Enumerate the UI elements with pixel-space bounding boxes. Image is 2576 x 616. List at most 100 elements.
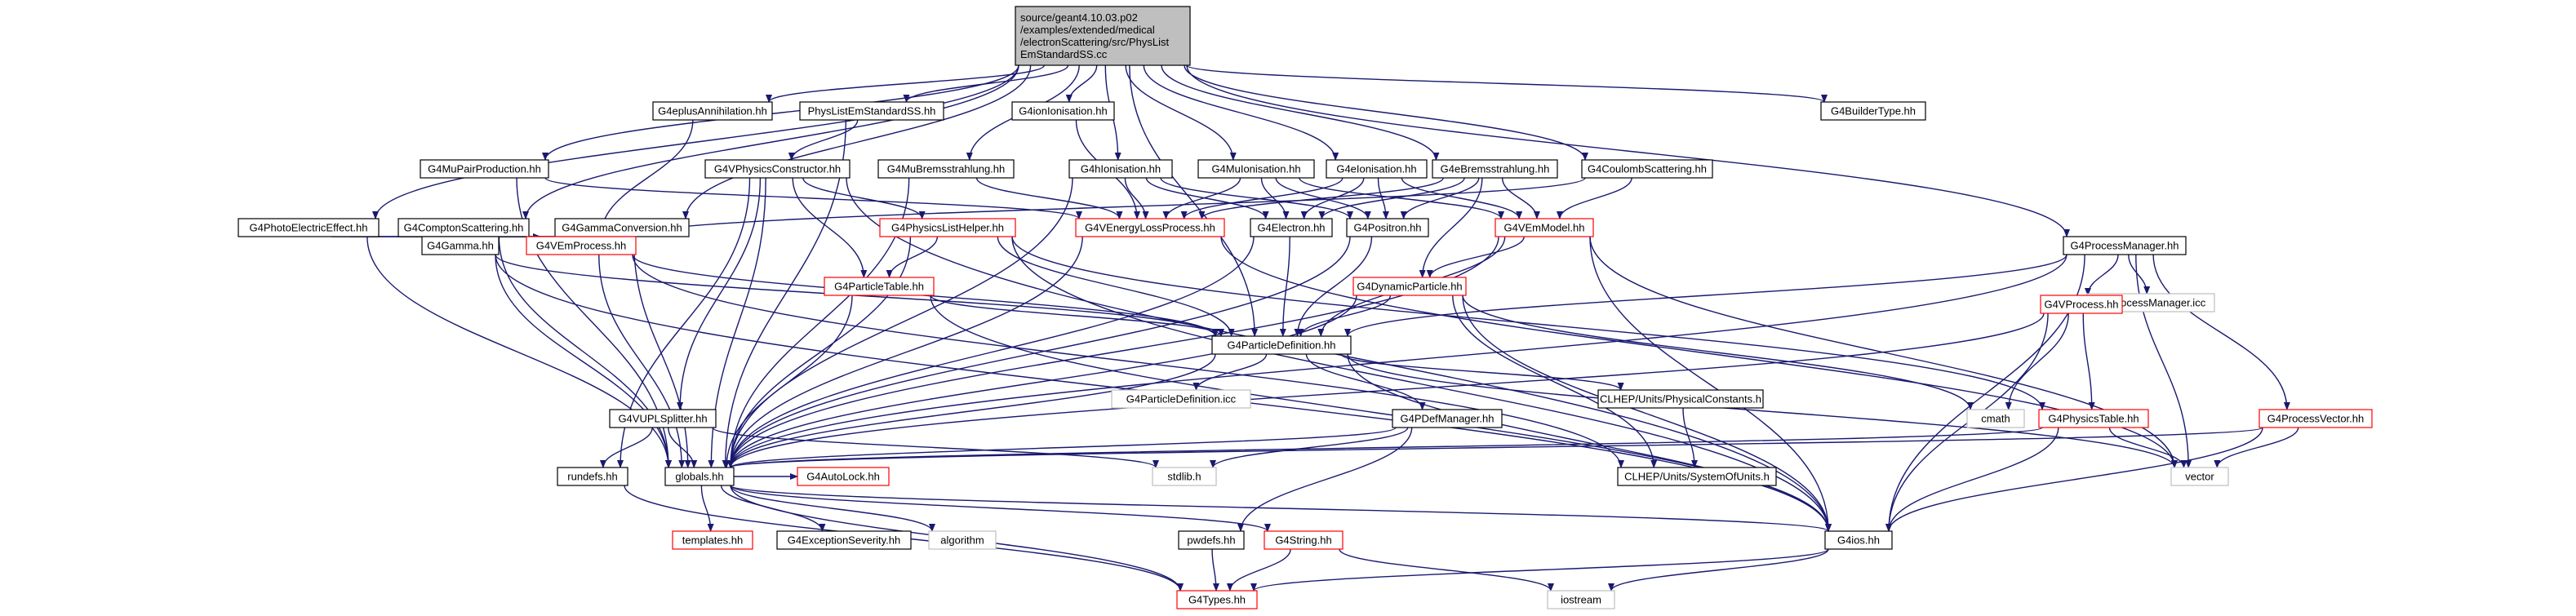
node-iostream[interactable]: iostream xyxy=(1547,590,1615,609)
node-vPhysCons[interactable]: G4VPhysicsConstructor.hh xyxy=(704,159,851,179)
node-particleDef[interactable]: G4ParticleDefinition.hh xyxy=(1211,335,1352,355)
node-eIon[interactable]: G4eIonisation.hh xyxy=(1326,159,1428,179)
edge-physicsTable-to-vector xyxy=(2108,427,2187,468)
node-physicsTable[interactable]: G4PhysicsTable.hh xyxy=(2038,409,2149,428)
node-physListSS[interactable]: PhysListEmStandardSS.hh xyxy=(799,101,944,121)
edge-root-to-processManager xyxy=(1186,64,2070,237)
node-sysUnits[interactable]: CLHEP/Units/SystemOfUnits.h xyxy=(1617,467,1777,486)
node-box-pwdefs xyxy=(1178,530,1245,550)
node-label-g4String: G4String.hh xyxy=(1275,534,1331,547)
node-box-physicsTable xyxy=(2038,409,2149,428)
node-eplusAnn[interactable]: G4eplusAnnihilation.hh xyxy=(652,101,773,121)
node-rundefs[interactable]: rundefs.hh xyxy=(557,467,628,486)
node-builderType[interactable]: G4BuilderType.hh xyxy=(1820,101,1926,121)
node-box-electron xyxy=(1250,218,1333,237)
node-label-globals: globals.hh xyxy=(675,471,723,483)
node-hIon[interactable]: G4hIonisation.hh xyxy=(1068,159,1173,179)
edge-pdefManager-to-globals xyxy=(727,427,1397,468)
node-pdefManager[interactable]: G4PDefManager.hh xyxy=(1392,409,1503,428)
node-label-muPair: G4MuPairProduction.hh xyxy=(428,163,541,175)
edge-coulomb-to-vEmProcess xyxy=(629,177,1586,237)
node-muIon[interactable]: G4MuIonisation.hh xyxy=(1197,159,1315,179)
node-label-rundefs: rundefs.hh xyxy=(567,471,617,483)
node-vector[interactable]: vector xyxy=(2170,467,2229,486)
node-electron[interactable]: G4Electron.hh xyxy=(1250,218,1333,237)
node-label-g4Types: G4Types.hh xyxy=(1188,594,1246,606)
node-box-vEmProcess xyxy=(526,236,637,255)
node-vEnergyLoss[interactable]: G4VEnergyLossProcess.hh xyxy=(1075,218,1225,237)
node-box-builderType xyxy=(1820,101,1926,121)
edge-vEmModel-to-g4ios xyxy=(1589,236,1832,532)
edge-root-to-muIon xyxy=(1125,64,1237,161)
node-label-plHelper: G4PhysicsListHelper.hh xyxy=(891,222,1004,234)
node-algorithm[interactable]: algorithm xyxy=(928,530,997,550)
node-label-gamma: G4Gamma.hh xyxy=(427,240,494,252)
node-label-physicsTable: G4PhysicsTable.hh xyxy=(2048,413,2139,425)
node-box-particleTable xyxy=(824,277,935,296)
edge-plHelper-to-physicsTable xyxy=(1011,236,2045,410)
edge-particleTable-to-g4ios xyxy=(930,295,1832,532)
node-label-templates: templates.hh xyxy=(682,534,743,547)
edge-particleDef-to-pdefManager xyxy=(1305,353,1426,410)
node-gamma[interactable]: G4Gamma.hh xyxy=(421,236,500,255)
node-compton[interactable]: G4ComptonScattering.hh xyxy=(398,218,530,237)
node-plHelper[interactable]: G4PhysicsListHelper.hh xyxy=(879,218,1016,237)
node-label-root: /examples/extended/medical xyxy=(1020,24,1155,36)
node-coulomb[interactable]: G4CoulombScattering.hh xyxy=(1581,159,1713,179)
node-processManager[interactable]: G4ProcessManager.hh xyxy=(2063,236,2187,255)
node-box-iostream xyxy=(1547,590,1615,609)
node-label-particleDef: G4ParticleDefinition.hh xyxy=(1228,339,1336,352)
node-vProcess[interactable]: G4VProcess.hh xyxy=(2040,295,2123,314)
node-dynParticle[interactable]: G4DynamicParticle.hh xyxy=(1352,277,1467,296)
edge-muIon-to-electron xyxy=(1260,177,1290,219)
edge-physListSS-to-vPhysCons xyxy=(788,119,859,161)
node-vEmProcess[interactable]: G4VEmProcess.hh xyxy=(526,236,637,255)
edge-hIon-to-electron xyxy=(1145,177,1269,219)
node-box-cmath xyxy=(1966,409,2025,428)
node-templates[interactable]: templates.hh xyxy=(672,530,753,550)
node-label-root: EmStandardSS.cc xyxy=(1020,48,1108,60)
node-globals[interactable]: globals.hh xyxy=(664,467,735,486)
node-g4ios[interactable]: G4ios.hh xyxy=(1824,530,1893,550)
node-particleTable[interactable]: G4ParticleTable.hh xyxy=(824,277,935,296)
node-muBrems[interactable]: G4MuBremsstrahlung.hh xyxy=(877,159,1015,179)
node-gammaConv[interactable]: G4GammaConversion.hh xyxy=(554,218,690,237)
node-exceptionSev[interactable]: G4ExceptionSeverity.hh xyxy=(776,530,912,550)
edge-particleDef-to-g4ios xyxy=(1347,353,1832,532)
node-ionIon[interactable]: G4ionIonisation.hh xyxy=(1011,101,1115,121)
edge-root-to-photoElec xyxy=(372,64,1019,219)
node-autoLock[interactable]: G4AutoLock.hh xyxy=(797,467,890,486)
edge-root-to-muPair xyxy=(542,64,1019,161)
node-box-vEnergyLoss xyxy=(1075,218,1225,237)
node-box-autoLock xyxy=(797,467,890,486)
node-processVector[interactable]: G4ProcessVector.hh xyxy=(2258,409,2373,428)
node-pwdefs[interactable]: pwdefs.hh xyxy=(1178,530,1245,550)
node-stdlib[interactable]: stdlib.h xyxy=(1152,467,1217,486)
node-box-globals xyxy=(664,467,735,486)
edge-eIon-to-vEmModel xyxy=(1401,177,1523,219)
node-label-processManagerIcc: G4ProcessManager.icc xyxy=(2096,297,2206,309)
node-cmath[interactable]: cmath xyxy=(1966,409,2025,428)
node-label-processVector: G4ProcessVector.hh xyxy=(2267,413,2365,425)
node-root[interactable]: source/geant4.10.03.p02/examples/extende… xyxy=(1015,6,1191,66)
node-particleDefIcc[interactable]: G4ParticleDefinition.icc xyxy=(1111,389,1251,409)
edge-plHelper-to-globals xyxy=(727,236,912,468)
node-box-coulomb xyxy=(1581,159,1713,179)
node-box-ionIon xyxy=(1011,101,1115,121)
node-physConst[interactable]: CLHEP/Units/PhysicalConstants.h xyxy=(1597,389,1764,409)
edge-root-to-eplusAnn xyxy=(766,64,1045,103)
node-vuplSplitter[interactable]: G4VUPLSplitter.hh xyxy=(609,409,717,428)
edge-root-to-compton xyxy=(522,64,1019,219)
edge-particleDef-to-particleDefIcc xyxy=(1193,353,1268,391)
edge-eIon-to-positron xyxy=(1377,177,1389,219)
node-label-vuplSplitter: G4VUPLSplitter.hh xyxy=(618,413,707,425)
node-g4String[interactable]: G4String.hh xyxy=(1264,530,1344,550)
node-muPair[interactable]: G4MuPairProduction.hh xyxy=(420,159,549,179)
node-positron[interactable]: G4Positron.hh xyxy=(1346,218,1429,237)
node-g4Types[interactable]: G4Types.hh xyxy=(1176,590,1258,609)
edge-plHelper-to-particleTable xyxy=(886,236,939,278)
edge-positron-to-particleDef xyxy=(1294,236,1373,337)
node-vEmModel[interactable]: G4VEmModel.hh xyxy=(1495,218,1594,237)
node-eBrems[interactable]: G4eBremsstrahlung.hh xyxy=(1432,159,1558,179)
node-photoElec[interactable]: G4PhotoElectricEffect.hh xyxy=(238,218,380,237)
